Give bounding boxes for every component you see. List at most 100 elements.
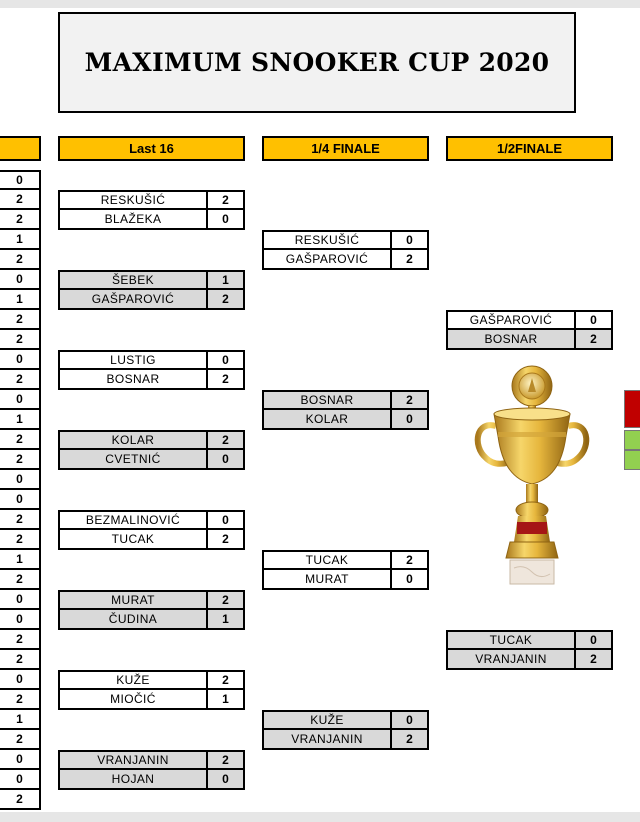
round-header-quarterfinal: 1/4 FINALE (262, 136, 429, 161)
player-score: 2 (392, 730, 427, 748)
first-round-score-cell: 0 (0, 170, 41, 190)
player-row: BEZMALINOVIĆ 0 (58, 510, 245, 530)
first-round-score-cell: 0 (0, 270, 41, 290)
first-round-score-cell: 0 (0, 390, 41, 410)
player-name: BOSNAR (448, 330, 576, 348)
player-score: 0 (222, 212, 229, 226)
player-score: 2 (406, 252, 413, 266)
first-round-score-cell: 0 (0, 610, 41, 630)
player-name: BLAŽEKA (60, 210, 208, 228)
first-round-score-cell: 2 (0, 630, 41, 650)
trophy-icon (470, 362, 594, 588)
player-name: TUCAK (60, 530, 208, 548)
player-score: 2 (208, 752, 243, 768)
player-name: HOJAN (60, 770, 208, 788)
player-row: BLAŽEKA 0 (58, 210, 245, 230)
first-round-score-cell: 2 (0, 690, 41, 710)
player-score: 2 (576, 330, 611, 348)
page-title: MAXIMUM SNOOKER CUP 2020 (84, 48, 550, 77)
player-score: 2 (222, 673, 229, 687)
player-score: 2 (222, 193, 229, 207)
player-name: GAŠPAROVIĆ (60, 290, 208, 308)
player-score: 0 (590, 313, 597, 327)
player-name: KUŽE (264, 712, 392, 728)
player-score: 0 (222, 513, 229, 527)
side-marker-red (624, 390, 640, 428)
player-name: CVETNIĆ (60, 450, 208, 468)
player-name: KUŽE (60, 672, 208, 688)
player-name: VRANJANIN (264, 730, 392, 748)
player-score: 2 (208, 432, 243, 448)
first-round-score-cell: 2 (0, 450, 41, 470)
player-score: 0 (222, 353, 229, 367)
first-round-score-cell: 0 (0, 750, 41, 770)
first-round-score-cell: 2 (0, 530, 41, 550)
player-name: ČUDINA (60, 610, 208, 628)
player-row: RESKUŠIĆ 2 (58, 190, 245, 210)
player-score: 2 (392, 392, 427, 408)
first-round-score-cell: 1 (0, 290, 41, 310)
sheet-top-edge (0, 0, 640, 8)
player-score: 1 (208, 272, 243, 288)
first-round-score-cell: 0 (0, 470, 41, 490)
player-name: RESKUŠIĆ (264, 232, 392, 248)
round-header-first-round (0, 136, 41, 161)
first-round-score-cell: 2 (0, 310, 41, 330)
player-name: BOSNAR (264, 392, 392, 408)
last16-match-1: RESKUŠIĆ 2 BLAŽEKA 0 (58, 190, 245, 230)
first-round-score-cell: 2 (0, 190, 41, 210)
player-name: ŠEBEK (60, 272, 208, 288)
player-row: GAŠPAROVIĆ 2 (262, 250, 429, 270)
player-name: VRANJANIN (60, 752, 208, 768)
player-name: MURAT (264, 570, 392, 588)
player-name: MIOČIĆ (60, 690, 208, 708)
player-score: 0 (392, 712, 427, 728)
first-round-score-cell: 0 (0, 490, 41, 510)
side-marker-green (624, 450, 640, 470)
first-round-score-cell: 2 (0, 370, 41, 390)
player-name: BOSNAR (60, 370, 208, 388)
player-score: 0 (392, 410, 427, 428)
player-score: 1 (208, 610, 243, 628)
first-round-score-cell: 2 (0, 250, 41, 270)
first-round-score-cell: 1 (0, 230, 41, 250)
player-name: KOLAR (60, 432, 208, 448)
player-name: GAŠPAROVIĆ (264, 250, 392, 268)
sheet-bottom-edge (0, 812, 640, 822)
first-round-score-cell: 1 (0, 710, 41, 730)
first-round-score-cell: 2 (0, 570, 41, 590)
first-round-score-cell: 2 (0, 510, 41, 530)
first-round-score-cell: 2 (0, 330, 41, 350)
player-score: 2 (222, 372, 229, 386)
player-score: 2 (406, 553, 413, 567)
player-name: BEZMALINOVIĆ (60, 512, 208, 528)
first-round-score-cell: 2 (0, 210, 41, 230)
player-name: RESKUŠIĆ (60, 192, 208, 208)
first-round-score-cell: 0 (0, 770, 41, 790)
